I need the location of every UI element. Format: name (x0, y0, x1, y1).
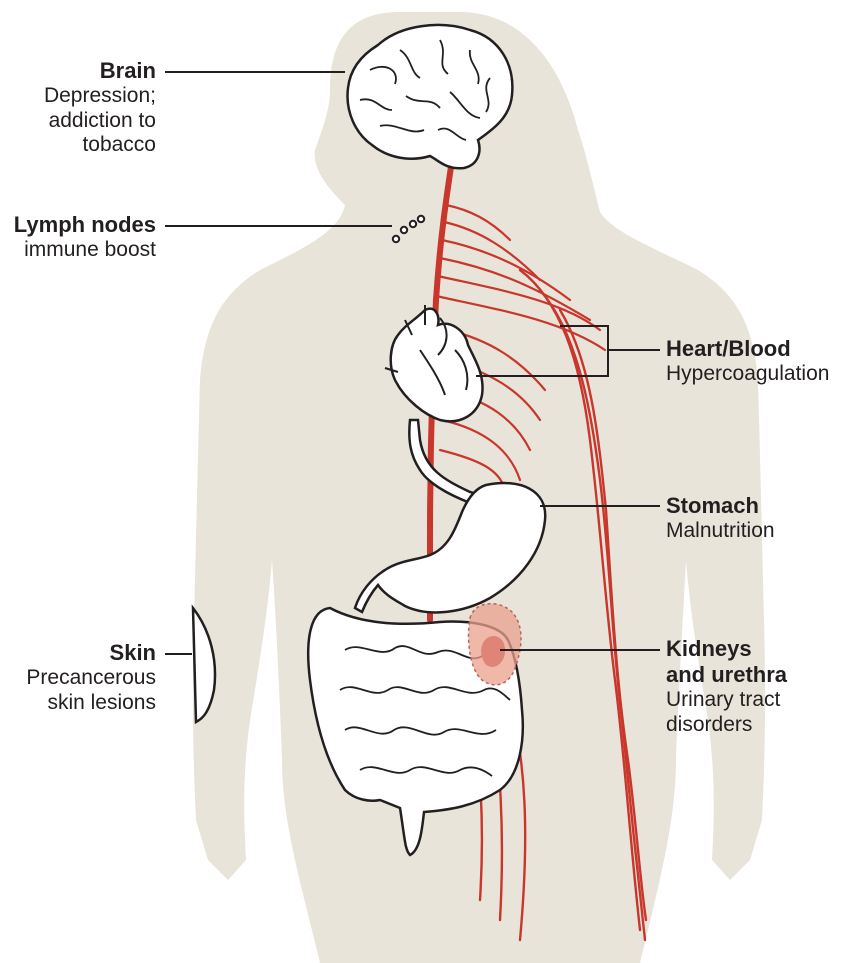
brain-desc-line3: tobacco (44, 133, 156, 158)
lymph-title: Lymph nodes (14, 212, 156, 238)
brain-title: Brain (44, 58, 156, 84)
skin-desc-line1: Precancerous (26, 666, 156, 691)
stomach-desc-line1: Malnutrition (666, 519, 775, 544)
label-heart-blood: Heart/Blood Hypercoagulation (666, 336, 829, 387)
brain-desc-line1: Depression; (44, 84, 156, 109)
brain-desc-line2: addiction to (44, 109, 156, 134)
label-skin: Skin Precancerous skin lesions (26, 640, 156, 715)
label-stomach: Stomach Malnutrition (666, 493, 775, 544)
label-lymph-nodes: Lymph nodes immune boost (14, 212, 156, 263)
skin-desc-line2: skin lesions (26, 691, 156, 716)
kidney-highlight (469, 604, 522, 685)
kidneys-title-line2: and urethra (666, 662, 787, 688)
lymph-desc-line1: immune boost (14, 238, 156, 263)
label-brain: Brain Depression; addiction to tobacco (44, 58, 156, 158)
kidneys-desc-line2: disorders (666, 713, 787, 738)
label-kidneys-urethra: Kidneys and urethra Urinary tract disord… (666, 636, 787, 737)
kidneys-desc-line1: Urinary tract (666, 688, 787, 713)
stomach-title: Stomach (666, 493, 775, 519)
kidneys-title-line1: Kidneys (666, 636, 787, 662)
skin-title: Skin (26, 640, 156, 666)
heart-desc-line1: Hypercoagulation (666, 362, 829, 387)
heart-title: Heart/Blood (666, 336, 829, 362)
